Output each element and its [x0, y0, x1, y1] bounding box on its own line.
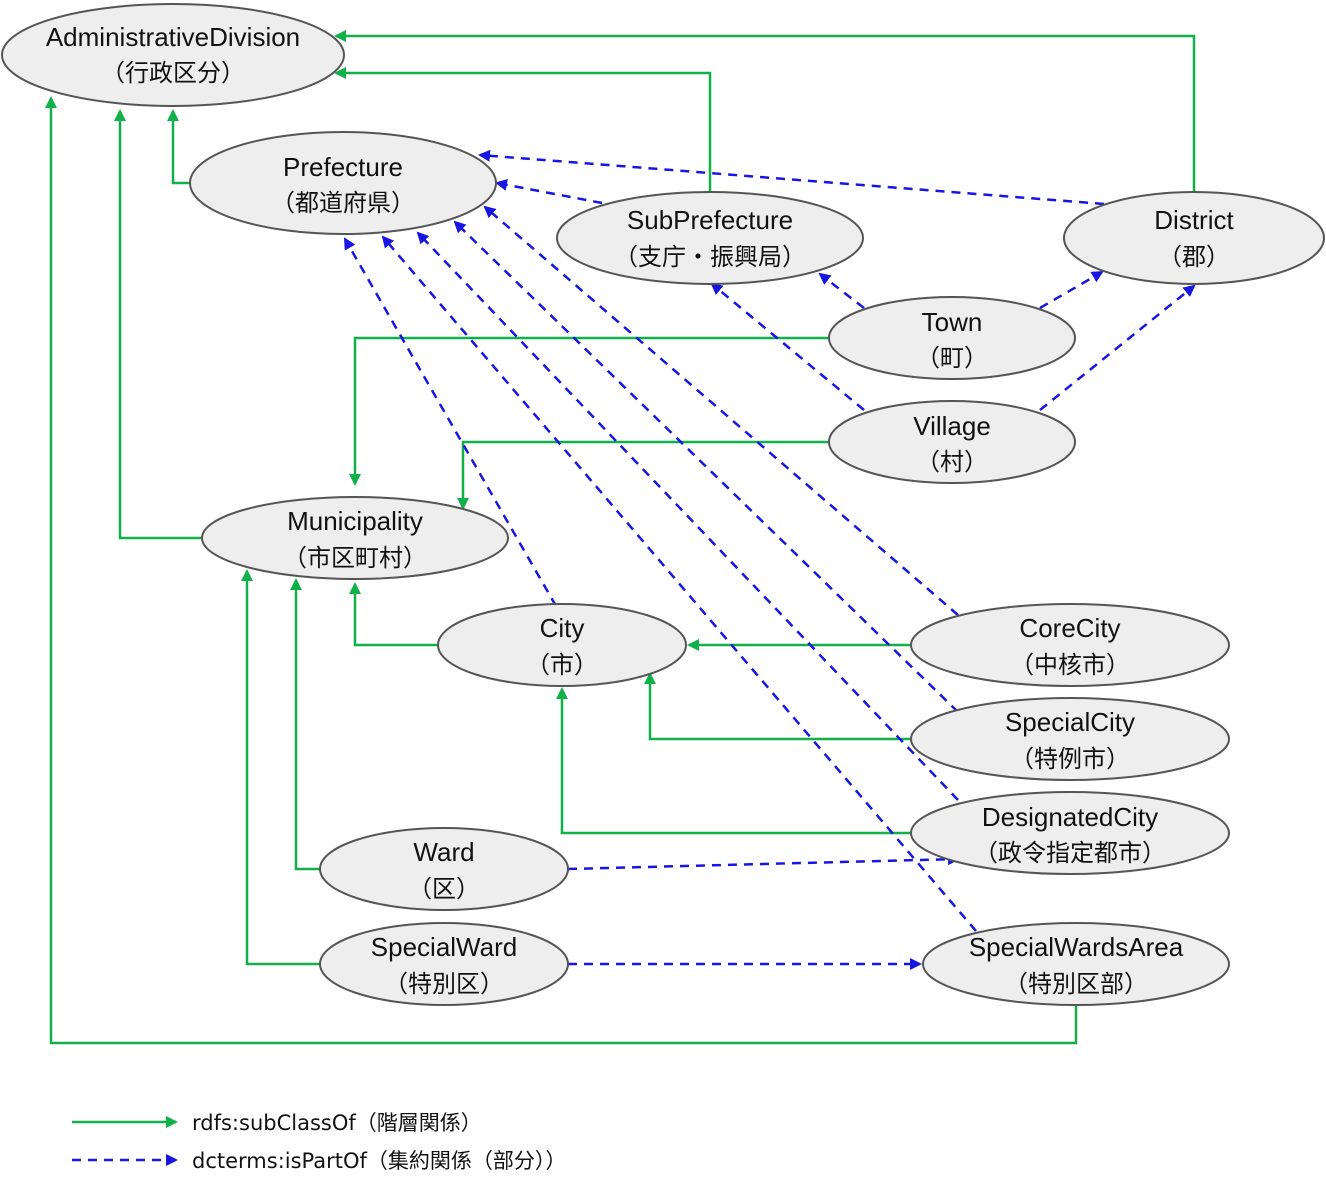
node-prefecture: Prefecture （都道府県）	[189, 131, 497, 235]
legend-subclass-entry: rdfs:subClassOf（階層関係）	[72, 1111, 482, 1135]
node-designated-city: DesignatedCity （政令指定都市）	[910, 791, 1230, 875]
edge-district-ispartof-prefecture	[478, 149, 1105, 206]
node-name: SpecialWardsArea	[969, 932, 1184, 962]
node-name: AdministrativeDivision	[46, 22, 300, 52]
node-name-ja: （特例市）	[1010, 745, 1130, 773]
edge-corecity-ispartof-prefecture	[483, 205, 959, 616]
node-special-ward: SpecialWard （特別区）	[319, 922, 569, 1006]
node-name: City	[540, 613, 585, 643]
edge-village-ispartof-subprefecture	[710, 282, 865, 411]
node-ward: Ward （区）	[319, 827, 569, 911]
edge-specialwardsarea-ispartof-prefecture	[381, 235, 977, 932]
edge-town-ispartof-district	[1039, 270, 1104, 310]
node-name-ja: （支庁・振興局）	[614, 243, 806, 271]
edge-town-subclassof-municipality	[349, 336, 828, 486]
edge-subprefecture-ispartof-prefecture	[495, 178, 603, 205]
node-name: Prefecture	[283, 152, 403, 182]
node-name: DesignatedCity	[982, 802, 1158, 832]
node-name: SpecialWard	[371, 932, 517, 962]
node-municipality: Municipality （市区町村）	[201, 496, 509, 580]
node-name-ja: （行政区分）	[101, 59, 245, 87]
node-name: Municipality	[287, 506, 423, 536]
legend-part-entry: dcterms:isPartOf（集約関係（部分））	[72, 1149, 566, 1173]
edge-city-ispartof-prefecture	[343, 237, 558, 607]
edge-designatedcity-ispartof-prefecture	[416, 231, 959, 801]
node-name-ja: （政令指定都市）	[974, 839, 1166, 867]
edge-village-subclassof-municipality	[457, 440, 828, 510]
edge-village-ispartof-district	[1039, 284, 1196, 411]
node-name: Ward	[413, 837, 474, 867]
legend-subclass-label: rdfs:subClassOf（階層関係）	[192, 1111, 482, 1135]
edge-specialcity-subclassof-city	[644, 672, 910, 741]
node-village: Village （村）	[828, 400, 1076, 484]
node-name-ja: （区）	[408, 875, 480, 903]
node-name-ja: （市）	[526, 651, 598, 679]
node-name: Village	[913, 411, 991, 441]
node-town: Town （町）	[828, 296, 1076, 380]
edge-specialward-subclassof-municipality	[241, 569, 320, 966]
node-name-ja: （郡）	[1158, 243, 1230, 271]
node-name-ja: （町）	[916, 344, 988, 372]
edge-subprefecture-subclassof-administrative-division	[334, 67, 712, 192]
node-name-ja: （村）	[916, 448, 988, 476]
ispartof-edges	[343, 149, 1196, 970]
node-name-ja: （中核市）	[1010, 651, 1130, 679]
node-special-wards-area: SpecialWardsArea （特別区部）	[922, 922, 1230, 1006]
node-name: CoreCity	[1019, 613, 1120, 643]
node-name-ja: （特別区部）	[1004, 970, 1148, 998]
legend-part-label: dcterms:isPartOf（集約関係（部分））	[192, 1149, 566, 1173]
edge-specialcity-ispartof-prefecture	[453, 220, 959, 713]
subclass-edges	[45, 30, 1196, 1045]
node-administrative-division: AdministrativeDivision （行政区分）	[1, 3, 345, 107]
node-name-ja: （都道府県）	[271, 189, 415, 217]
edge-prefecture-subclassof-administrative-division	[167, 109, 190, 185]
node-district: District （郡）	[1063, 191, 1325, 285]
legend: rdfs:subClassOf（階層関係） dcterms:isPartOf（集…	[72, 1111, 566, 1173]
edge-town-ispartof-subprefecture	[818, 272, 865, 309]
node-name-ja: （特別区）	[384, 970, 504, 998]
edge-designatedcity-subclassof-city	[556, 687, 910, 835]
node-name: SubPrefecture	[627, 205, 793, 235]
edge-district-subclassof-administrative-division	[334, 30, 1196, 192]
node-name: Town	[922, 307, 983, 337]
edge-municipality-subclassof-administrative-division	[114, 109, 202, 540]
node-city: City （市）	[437, 603, 687, 687]
node-name: District	[1154, 205, 1234, 235]
node-special-city: SpecialCity （特例市）	[910, 697, 1230, 781]
edge-ward-ispartof-designatedcity	[567, 853, 960, 871]
edge-ward-subclassof-municipality	[290, 578, 320, 871]
node-name-ja: （市区町村）	[283, 544, 427, 572]
edge-specialwardsarea-subclassof-administrative-division	[45, 96, 1078, 1045]
node-core-city: CoreCity （中核市）	[910, 603, 1230, 687]
edge-city-subclassof-municipality	[349, 582, 438, 647]
node-sub-prefecture: SubPrefecture （支庁・振興局）	[556, 191, 864, 285]
node-name: SpecialCity	[1005, 707, 1135, 737]
